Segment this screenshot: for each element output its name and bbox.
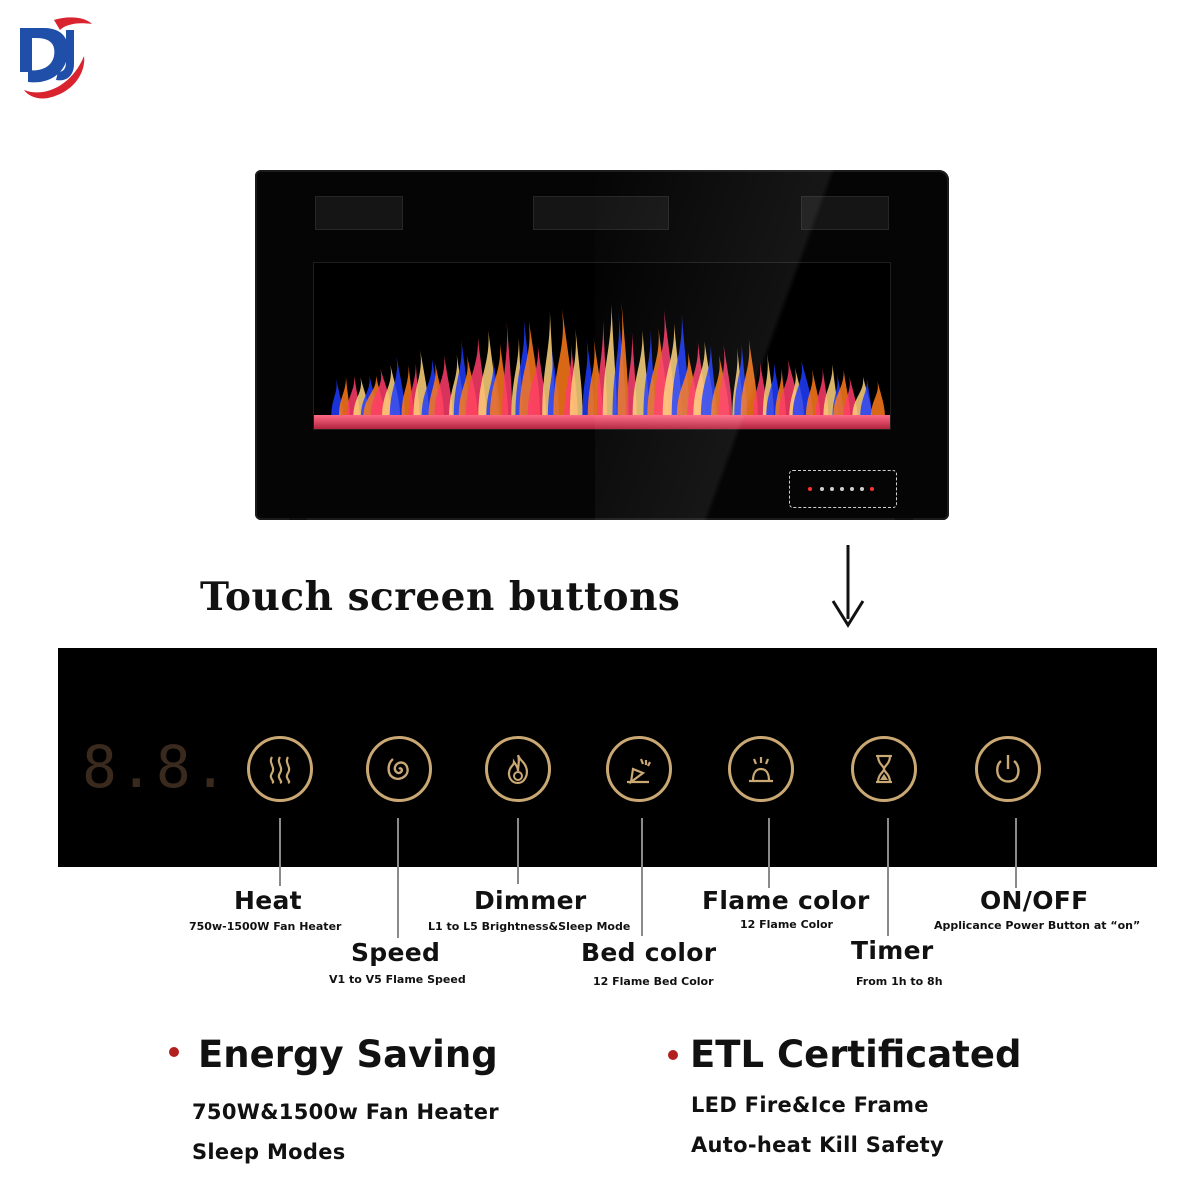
bed-color-sublabel: 12 Flame Bed Color bbox=[593, 975, 714, 988]
feature-line: LED Fire&Ice Frame bbox=[691, 1093, 929, 1117]
bed-color-label: Bed color bbox=[581, 938, 717, 967]
touch-control-panel: 8.8. bbox=[58, 648, 1157, 867]
top-vent-left bbox=[315, 196, 403, 230]
heat-wave-icon bbox=[269, 756, 291, 784]
bed-color-button[interactable] bbox=[606, 736, 672, 802]
top-vent-center bbox=[533, 196, 669, 230]
bed-color-icon bbox=[627, 758, 651, 785]
speed-leader-line bbox=[397, 818, 399, 938]
bullet-icon bbox=[668, 1050, 678, 1060]
feature-line: Sleep Modes bbox=[192, 1140, 346, 1164]
flame-color-button[interactable] bbox=[728, 736, 794, 802]
heat-label: Heat bbox=[234, 886, 302, 915]
speed-label: Speed bbox=[351, 938, 441, 967]
hourglass-icon bbox=[876, 754, 892, 784]
timer-leader-line bbox=[887, 818, 889, 936]
speed-button[interactable] bbox=[366, 736, 432, 802]
dimmer-label: Dimmer bbox=[474, 886, 587, 915]
dimmer-sublabel: L1 to L5 Brightness&Sleep Mode bbox=[428, 920, 631, 933]
down-arrow-icon bbox=[828, 545, 868, 629]
speed-sublabel: V1 to V5 Flame Speed bbox=[329, 973, 466, 986]
feature-heading-etl: ETL Certificated bbox=[690, 1033, 1022, 1076]
timer-label: Timer bbox=[851, 936, 934, 965]
flame-icon bbox=[507, 754, 528, 785]
heat-button[interactable] bbox=[247, 736, 313, 802]
heat-sublabel: 750w-1500W Fan Heater bbox=[189, 920, 342, 933]
heat-leader-line bbox=[279, 818, 281, 886]
feature-line: Auto-heat Kill Safety bbox=[691, 1133, 944, 1157]
feature-line: 750W&1500w Fan Heater bbox=[192, 1100, 499, 1124]
dimmer-button[interactable] bbox=[485, 736, 551, 802]
bed-color-leader-line bbox=[641, 818, 643, 936]
digital-display: 8.8. bbox=[82, 733, 230, 801]
flame-color-leader-line bbox=[768, 818, 770, 888]
feature-heading-energy: Energy Saving bbox=[198, 1033, 498, 1076]
power-leader-line bbox=[1015, 818, 1017, 888]
flame-window bbox=[313, 262, 891, 430]
dimmer-leader-line bbox=[517, 818, 519, 884]
bell-light-icon bbox=[749, 757, 773, 783]
flame-color-sublabel: 12 Flame Color bbox=[740, 918, 833, 931]
power-sublabel: Applicance Power Button at “on” bbox=[934, 919, 1141, 932]
brand-logo bbox=[14, 10, 96, 100]
timer-sublabel: From 1h to 8h bbox=[856, 975, 943, 988]
top-vent-right bbox=[801, 196, 889, 230]
flame-color-label: Flame color bbox=[702, 886, 870, 915]
spiral-icon bbox=[387, 758, 409, 780]
power-button[interactable] bbox=[975, 736, 1041, 802]
section-title: Touch screen buttons bbox=[200, 574, 681, 620]
power-icon bbox=[996, 755, 1020, 783]
timer-button[interactable] bbox=[851, 736, 917, 802]
control-panel-highlight bbox=[789, 470, 897, 508]
fireplace-product-image bbox=[255, 170, 949, 520]
power-label: ON/OFF bbox=[980, 886, 1089, 915]
bullet-icon bbox=[169, 1047, 179, 1057]
